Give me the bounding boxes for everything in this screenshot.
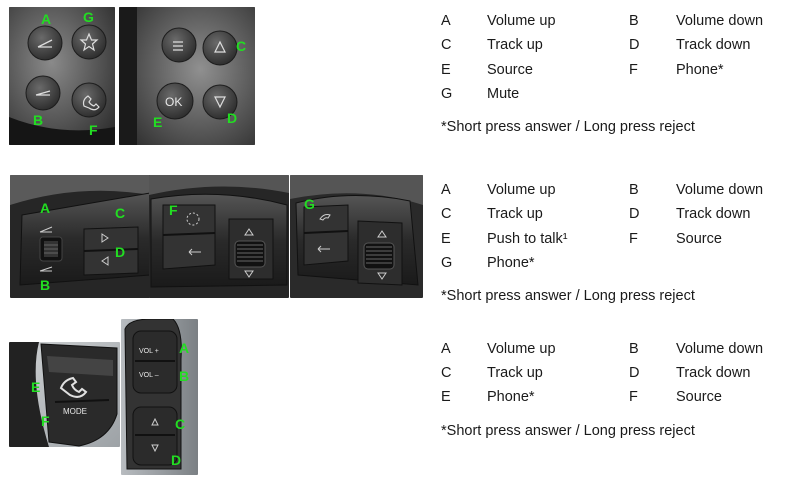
legend-key: B <box>629 341 639 357</box>
legend-key: E <box>441 62 451 78</box>
legend-action: Volume up <box>487 341 556 357</box>
label-B: B <box>33 112 43 128</box>
legend-key: A <box>441 13 451 29</box>
legend-action: Track down <box>676 206 751 222</box>
vol-up-text: VOL + <box>139 348 159 355</box>
label-G: G <box>304 196 315 212</box>
panel-1-photo-left: A G B F <box>9 7 115 145</box>
label-F: F <box>169 202 178 218</box>
legend-key: C <box>441 37 452 53</box>
legend-action: Track down <box>676 365 751 381</box>
legend-key: B <box>629 182 639 198</box>
legend-key: D <box>629 206 640 222</box>
panel-1-photo-right: OK C E D <box>119 7 255 145</box>
label-F: F <box>89 122 98 138</box>
label-F: F <box>41 413 50 429</box>
panel-2-note: *Short press answer / Long press reject <box>441 288 695 304</box>
legend-action: Volume down <box>676 13 764 29</box>
legend-action: Track up <box>487 365 543 381</box>
legend-action: Volume up <box>487 182 556 198</box>
legend-action: Track up <box>487 206 543 222</box>
panel-3-photo-right: VOL + VOL – A B C D <box>121 319 198 475</box>
panel-2-photo-middle: F <box>149 175 289 298</box>
legend-key: C <box>441 365 452 381</box>
label-D: D <box>115 244 125 260</box>
legend-action: Mute <box>487 86 520 102</box>
label-B: B <box>40 277 50 293</box>
label-E: E <box>153 114 162 130</box>
panel-1-note: *Short press answer / Long press reject <box>441 119 695 135</box>
label-A: A <box>179 340 189 356</box>
legend-action: Volume up <box>487 13 556 29</box>
panel-3-photo-left: MODE E F <box>9 342 120 447</box>
label-D: D <box>227 110 237 126</box>
vol-down-text: VOL – <box>139 372 159 379</box>
legend-key: F <box>629 389 638 405</box>
legend-key: A <box>441 341 451 357</box>
legend-key: F <box>629 231 638 247</box>
legend-key: D <box>629 365 640 381</box>
legend-key: F <box>629 62 638 78</box>
legend-key: E <box>441 231 451 247</box>
legend-key: G <box>441 86 453 102</box>
legend-key: B <box>629 13 639 29</box>
legend-key: D <box>629 37 640 53</box>
legend-key: A <box>441 182 451 198</box>
label-C: C <box>115 205 125 221</box>
label-D: D <box>171 452 181 468</box>
legend-action: Volume down <box>676 182 764 198</box>
ok-button-text: OK <box>165 95 182 109</box>
legend-key: C <box>441 206 452 222</box>
label-C: C <box>175 416 185 432</box>
label-C: C <box>236 38 246 54</box>
legend-action: Source <box>676 389 722 405</box>
legend-key: E <box>441 389 451 405</box>
mode-button-text: MODE <box>63 407 87 416</box>
panel-2-photo-left: A C D B <box>10 175 150 298</box>
legend-action: Phone* <box>676 62 724 78</box>
legend-action: Track up <box>487 37 543 53</box>
legend-action: Volume down <box>676 341 764 357</box>
label-B: B <box>179 368 189 384</box>
label-A: A <box>41 11 51 27</box>
legend-action: Source <box>487 62 533 78</box>
label-G: G <box>83 9 94 25</box>
legend-action: Source <box>676 231 722 247</box>
panel-3-note: *Short press answer / Long press reject <box>441 423 695 439</box>
legend-action: Push to talk¹ <box>487 231 568 247</box>
legend-action: Phone* <box>487 389 535 405</box>
legend-action: Phone* <box>487 255 535 271</box>
legend-action: Track down <box>676 37 751 53</box>
legend-key: G <box>441 255 453 271</box>
label-A: A <box>40 200 50 216</box>
panel-2-photo-right: G <box>290 175 423 298</box>
label-E: E <box>31 379 40 395</box>
